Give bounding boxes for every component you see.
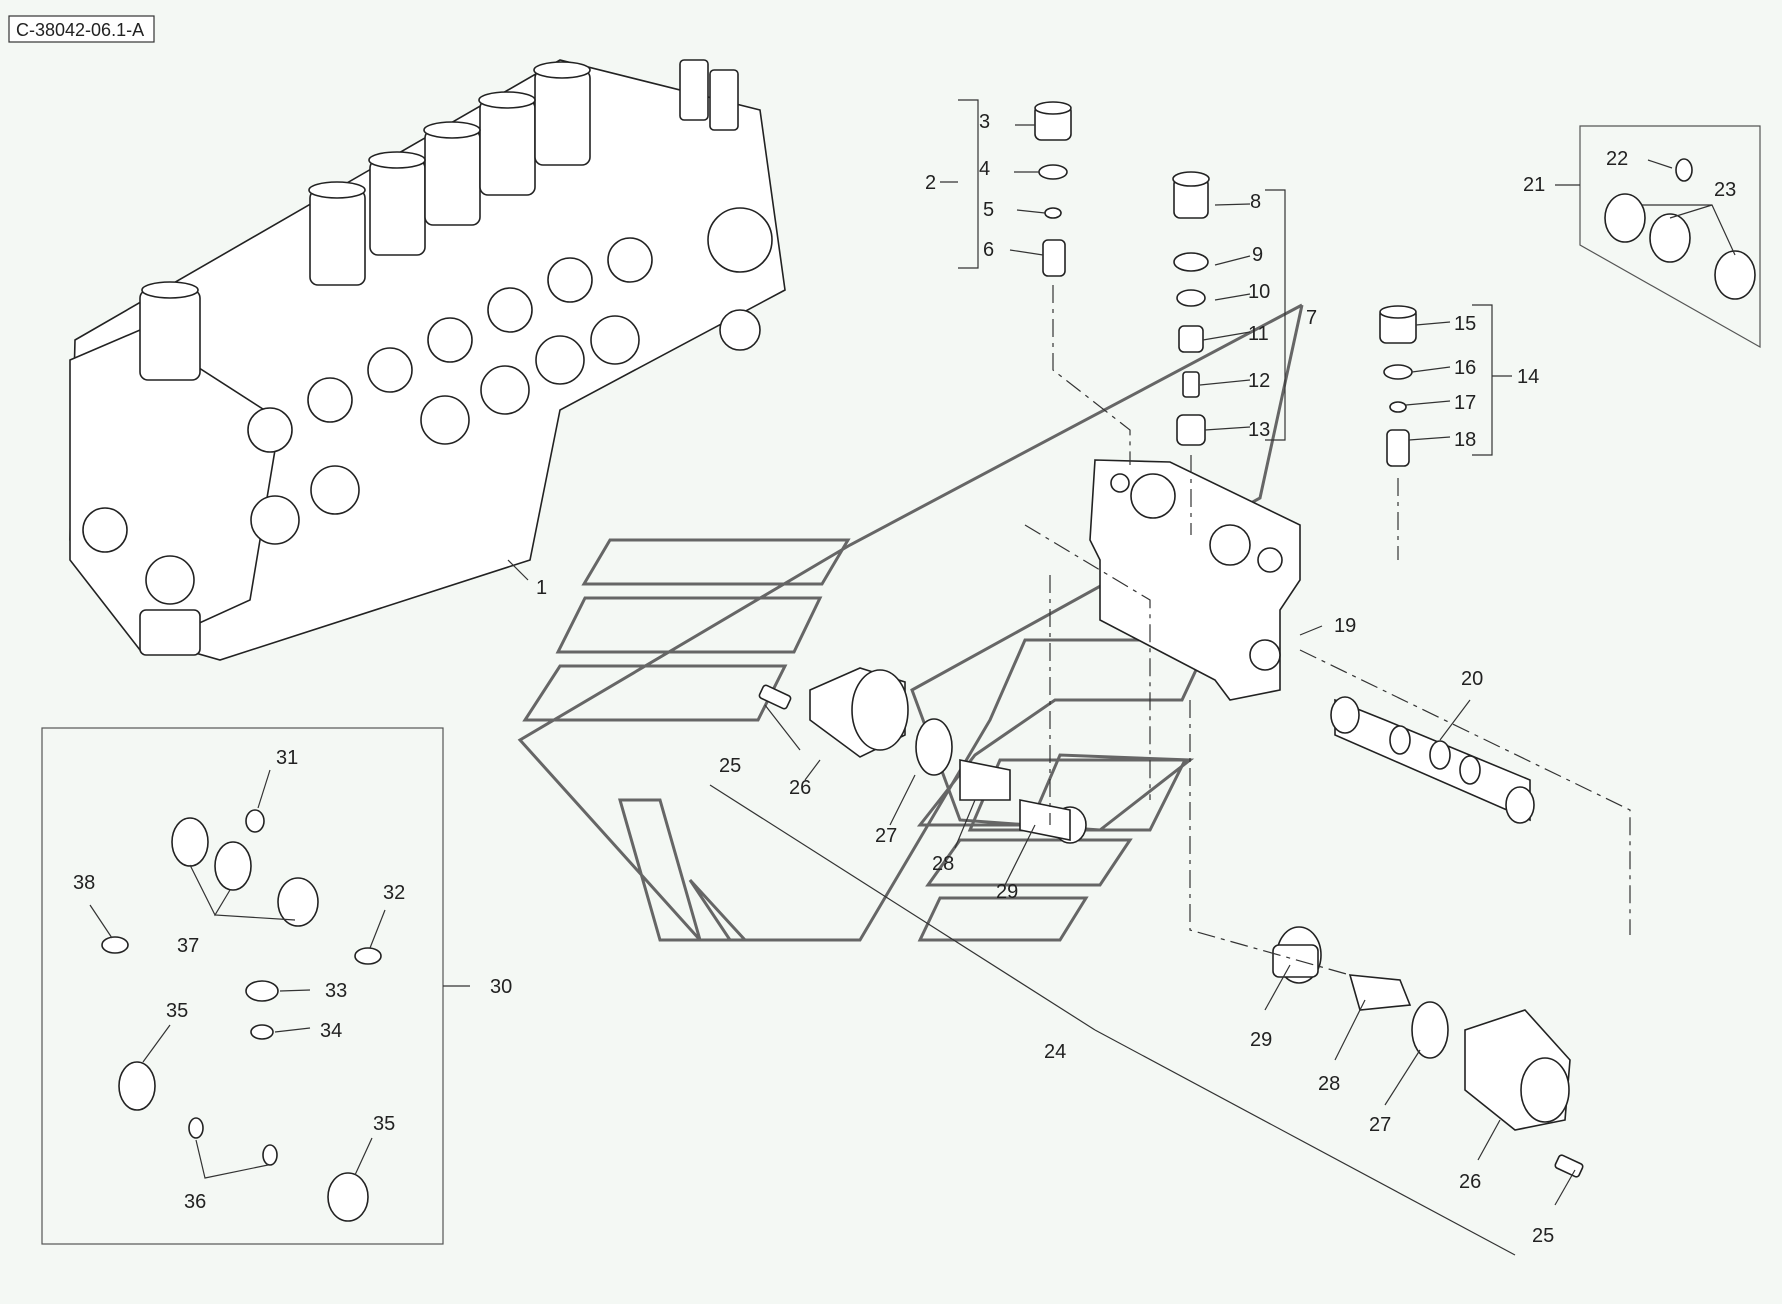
- callout-27a: 27: [875, 825, 897, 847]
- relief-valve-kit-14: [1379, 305, 1417, 467]
- callout-10: 10: [1248, 281, 1270, 303]
- callout-16: 16: [1454, 357, 1476, 379]
- callout-18: 18: [1454, 429, 1476, 451]
- assembly-centerlines: [1024, 285, 1631, 976]
- callout-30: 30: [490, 976, 512, 998]
- callout-8: 8: [1250, 191, 1261, 213]
- callout-35b: 35: [373, 1113, 395, 1135]
- seal-kit-21: [1579, 125, 1761, 349]
- relief-valve-kit-7: [1172, 171, 1210, 446]
- callout-36: 36: [184, 1191, 206, 1213]
- control-valve-assembly: [69, 59, 786, 661]
- callout-24: 24: [1044, 1041, 1066, 1063]
- callout-15: 15: [1454, 313, 1476, 335]
- watermark-logo: [517, 303, 1304, 942]
- callout-6: 6: [983, 239, 994, 261]
- seal-kit-30: [41, 727, 444, 1245]
- callout-33: 33: [325, 980, 347, 1002]
- callout-17: 17: [1454, 392, 1476, 414]
- callout-26b: 26: [1459, 1171, 1481, 1193]
- leader-lines: [89, 99, 1736, 1256]
- spool-20: [1330, 696, 1535, 824]
- callout-11: 11: [1248, 323, 1269, 345]
- drawing-id-box: C-38042-06.1-A: [8, 15, 155, 43]
- callout-1: 1: [536, 577, 547, 599]
- callout-4: 4: [979, 158, 990, 180]
- callout-29b: 29: [1250, 1029, 1272, 1051]
- callout-35a: 35: [166, 1000, 188, 1022]
- callout-20: 20: [1461, 668, 1483, 690]
- callout-28b: 28: [1318, 1073, 1340, 1095]
- relief-valve-kit-2: [1034, 101, 1072, 277]
- callout-32: 32: [383, 882, 405, 904]
- callout-25b: 25: [1532, 1225, 1554, 1247]
- callout-38: 38: [73, 872, 95, 894]
- callout-2: 2: [925, 172, 936, 194]
- callout-37: 37: [177, 935, 199, 957]
- callout-3: 3: [979, 111, 990, 133]
- callout-23: 23: [1714, 179, 1736, 201]
- callout-27b: 27: [1369, 1114, 1391, 1136]
- end-cap-group-right: [1272, 926, 1584, 1178]
- callout-31: 31: [276, 747, 298, 769]
- drawing-id: C-38042-06.1-A: [16, 20, 144, 40]
- valve-section-19: [1089, 459, 1301, 701]
- callout-19: 19: [1334, 615, 1356, 637]
- callout-9: 9: [1252, 244, 1263, 266]
- end-cap-group-left: [758, 667, 1087, 844]
- callout-14: 14: [1517, 366, 1539, 388]
- callout-34: 34: [320, 1020, 342, 1042]
- callout-26a: 26: [789, 777, 811, 799]
- callout-21: 21: [1523, 174, 1545, 196]
- callout-22: 22: [1606, 148, 1628, 170]
- callout-5: 5: [983, 199, 994, 221]
- callout-13: 13: [1248, 419, 1270, 441]
- callout-25a: 25: [719, 755, 741, 777]
- callout-12: 12: [1248, 370, 1270, 392]
- callout-28a: 28: [932, 853, 954, 875]
- callout-29a: 29: [996, 881, 1018, 903]
- callout-labels: 1 2 3 4 5 6 7 8 9 10 11 12 13 14 15 16 1…: [73, 111, 1736, 1247]
- callout-7: 7: [1306, 307, 1317, 329]
